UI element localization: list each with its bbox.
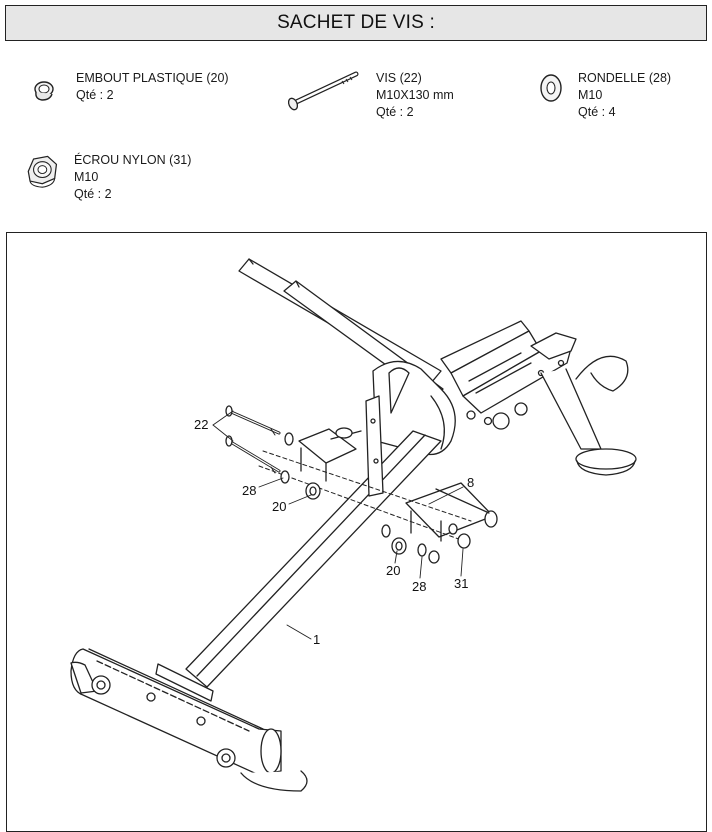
callout-20-right: 20 — [386, 563, 400, 578]
part-spec: M10 — [578, 88, 603, 102]
part-nylon-nut: ÉCROU NYLON (31) M10 Qté : 2 — [20, 152, 191, 203]
callout-28-left: 28 — [242, 483, 256, 498]
part-name: VIS (22) — [376, 71, 422, 85]
part-qty: Qté : 2 — [376, 105, 414, 119]
nylon-nut-icon — [27, 155, 58, 188]
plastic-cap-icon — [34, 81, 54, 101]
main-frame — [185, 395, 442, 688]
washer-icon — [540, 74, 562, 102]
callout-31: 31 — [454, 576, 468, 591]
part-plastic-cap: EMBOUT PLASTIQUE (20) Qté : 2 — [24, 70, 229, 114]
bolts-22 — [225, 405, 281, 474]
right-hardware — [381, 523, 471, 564]
part-qty: Qté : 4 — [578, 105, 616, 119]
callout-22: 22 — [194, 417, 208, 432]
callout-1: 1 — [313, 632, 320, 647]
part-name: EMBOUT PLASTIQUE (20) — [76, 71, 229, 85]
part-name: RONDELLE (28) — [578, 71, 672, 85]
assembly-diagram: 22 28 20 8 20 28 31 1 — [70, 258, 637, 792]
hardware-bag-header: SACHET DE VIS : — [5, 5, 707, 41]
callout-28-right: 28 — [412, 579, 426, 594]
callout-8: 8 — [467, 475, 474, 490]
front-bracket — [298, 427, 362, 482]
part-qty: Qté : 2 — [74, 187, 112, 201]
bolt-icon — [287, 71, 359, 111]
front-foot — [70, 648, 308, 792]
part-washer: RONDELLE (28) M10 Qté : 4 — [534, 70, 671, 121]
leg-support — [540, 355, 637, 476]
hinge-plate — [372, 360, 456, 456]
part-qty: Qté : 2 — [76, 88, 114, 102]
leader-lines — [212, 410, 464, 640]
left-hardware — [280, 432, 321, 500]
callout-20-left: 20 — [272, 499, 286, 514]
part-spec: M10X130 mm — [376, 88, 454, 102]
hardware-bag-title: SACHET DE VIS : — [277, 12, 435, 33]
part-spec: M10 — [74, 170, 99, 184]
seat-assembly — [440, 320, 577, 430]
assembly-diagram-frame: 22 28 20 8 20 28 31 1 — [6, 232, 707, 832]
assembly-guide-lines — [258, 450, 472, 542]
part-bolt: VIS (22) M10X130 mm Qté : 2 — [282, 70, 454, 121]
part-name: ÉCROU NYLON (31) — [74, 153, 192, 167]
